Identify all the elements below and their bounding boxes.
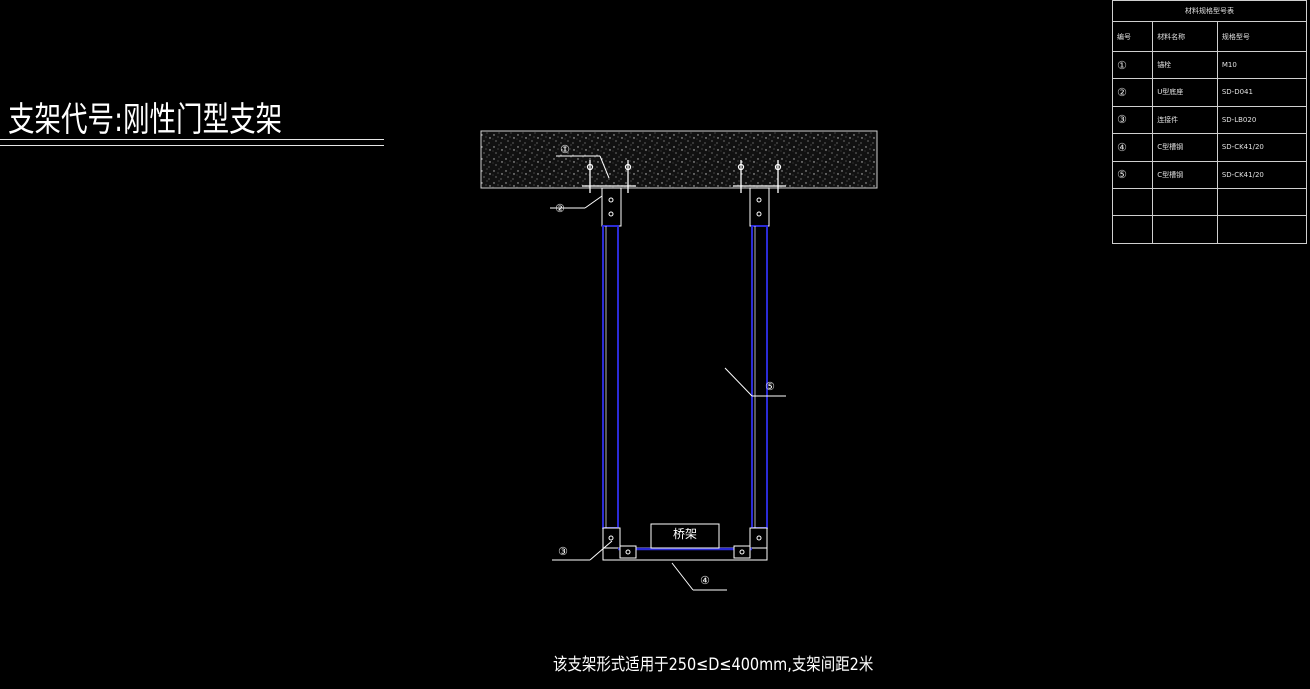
table-row (1111, 215, 1308, 244)
vertical-channels (602, 225, 768, 529)
table-row: ① 锚栓 M10 (1111, 50, 1308, 80)
u-bases (601, 187, 770, 227)
callouts: ① ② ⑤ ③ ④ (555, 143, 775, 587)
row-spec: SD-D041 (1216, 78, 1308, 107)
callout-5: ⑤ (765, 380, 775, 393)
row-spec: SD-CK41/20 (1216, 133, 1308, 162)
row-spec: SD-LB020 (1216, 105, 1308, 135)
row-name: 锚栓 (1152, 50, 1218, 80)
header-spec: 规格型号 (1216, 21, 1308, 52)
row-name: 连接件 (1152, 105, 1218, 135)
title-underline-2 (0, 145, 384, 146)
row-spec: M10 (1216, 50, 1308, 80)
usage-note: 该支架形式适用于250≤D≤400mm,支架间距2米 (553, 655, 874, 675)
cable-tray-label: 桥架 (673, 527, 697, 541)
leader-lines (550, 155, 786, 591)
row-no: ⑤ (1111, 160, 1154, 190)
row-no (1111, 188, 1154, 217)
callout-1: ① (560, 143, 570, 156)
row-spec (1216, 215, 1308, 244)
row-no: ① (1111, 50, 1154, 80)
row-name: C型槽钢 (1152, 133, 1218, 162)
cable-tray (650, 523, 720, 549)
anchor-bolts (582, 160, 786, 193)
header-no: 编号 (1111, 21, 1154, 52)
row-name (1152, 188, 1218, 217)
materials-table: 材料规格型号表 编号 材料名称 规格型号 ① 锚栓 M10 ② U型底座 SD-… (1111, 0, 1308, 244)
callout-2: ② (555, 202, 565, 215)
row-no (1111, 215, 1154, 244)
table-row: ② U型底座 SD-D041 (1111, 78, 1308, 107)
table-row: ③ 连接件 SD-LB020 (1111, 105, 1308, 135)
row-no: ③ (1111, 105, 1154, 135)
row-name: U型底座 (1152, 78, 1218, 107)
row-spec: SD-CK41/20 (1216, 160, 1308, 190)
concrete-slab (480, 130, 878, 189)
page-title: 支架代号:刚性门型支架 (8, 100, 283, 140)
table-row: ⑤ C型槽钢 SD-CK41/20 (1111, 160, 1308, 190)
row-name: C型槽钢 (1152, 160, 1218, 190)
row-no: ② (1111, 78, 1154, 107)
table-caption: 材料规格型号表 (1112, 0, 1307, 23)
row-no: ④ (1111, 133, 1154, 162)
row-name (1152, 215, 1218, 244)
callout-4: ④ (700, 574, 710, 587)
callout-3: ③ (558, 545, 568, 558)
crossbar (602, 545, 768, 561)
header-name: 材料名称 (1152, 21, 1218, 52)
table-row (1111, 188, 1308, 217)
title-underline (0, 139, 384, 140)
row-spec (1216, 188, 1308, 217)
table-row: ④ C型槽钢 SD-CK41/20 (1111, 133, 1308, 162)
